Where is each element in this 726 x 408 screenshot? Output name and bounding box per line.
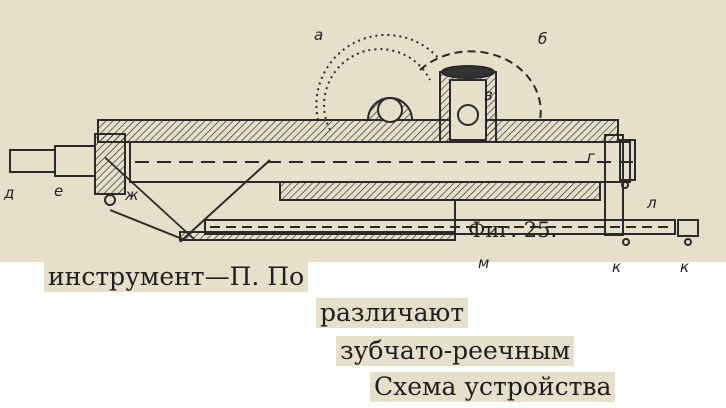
label-v: в	[484, 86, 493, 104]
label-l: л	[647, 194, 657, 212]
label-d: д	[4, 184, 15, 202]
label-zh: ж	[125, 186, 139, 204]
label-k-2: к	[680, 258, 690, 276]
text-line-2: различают	[316, 298, 469, 328]
machine-drawing	[9, 33, 699, 246]
label-b: б	[538, 30, 548, 48]
figure-caption: Фиг. 25.	[468, 218, 558, 242]
text-line-4: Схема устройства	[370, 372, 616, 402]
text-line-1: инструмент—П. По	[44, 262, 309, 292]
figure-25: а б в г д е ж л м к к Фиг. 25.	[0, 0, 726, 276]
label-g: г	[587, 148, 595, 166]
label-a: а	[314, 26, 324, 44]
text-line-3: зубчато-реечным	[336, 336, 575, 366]
label-m: м	[478, 254, 490, 272]
label-e: е	[54, 182, 64, 200]
label-k-1: к	[612, 258, 622, 276]
